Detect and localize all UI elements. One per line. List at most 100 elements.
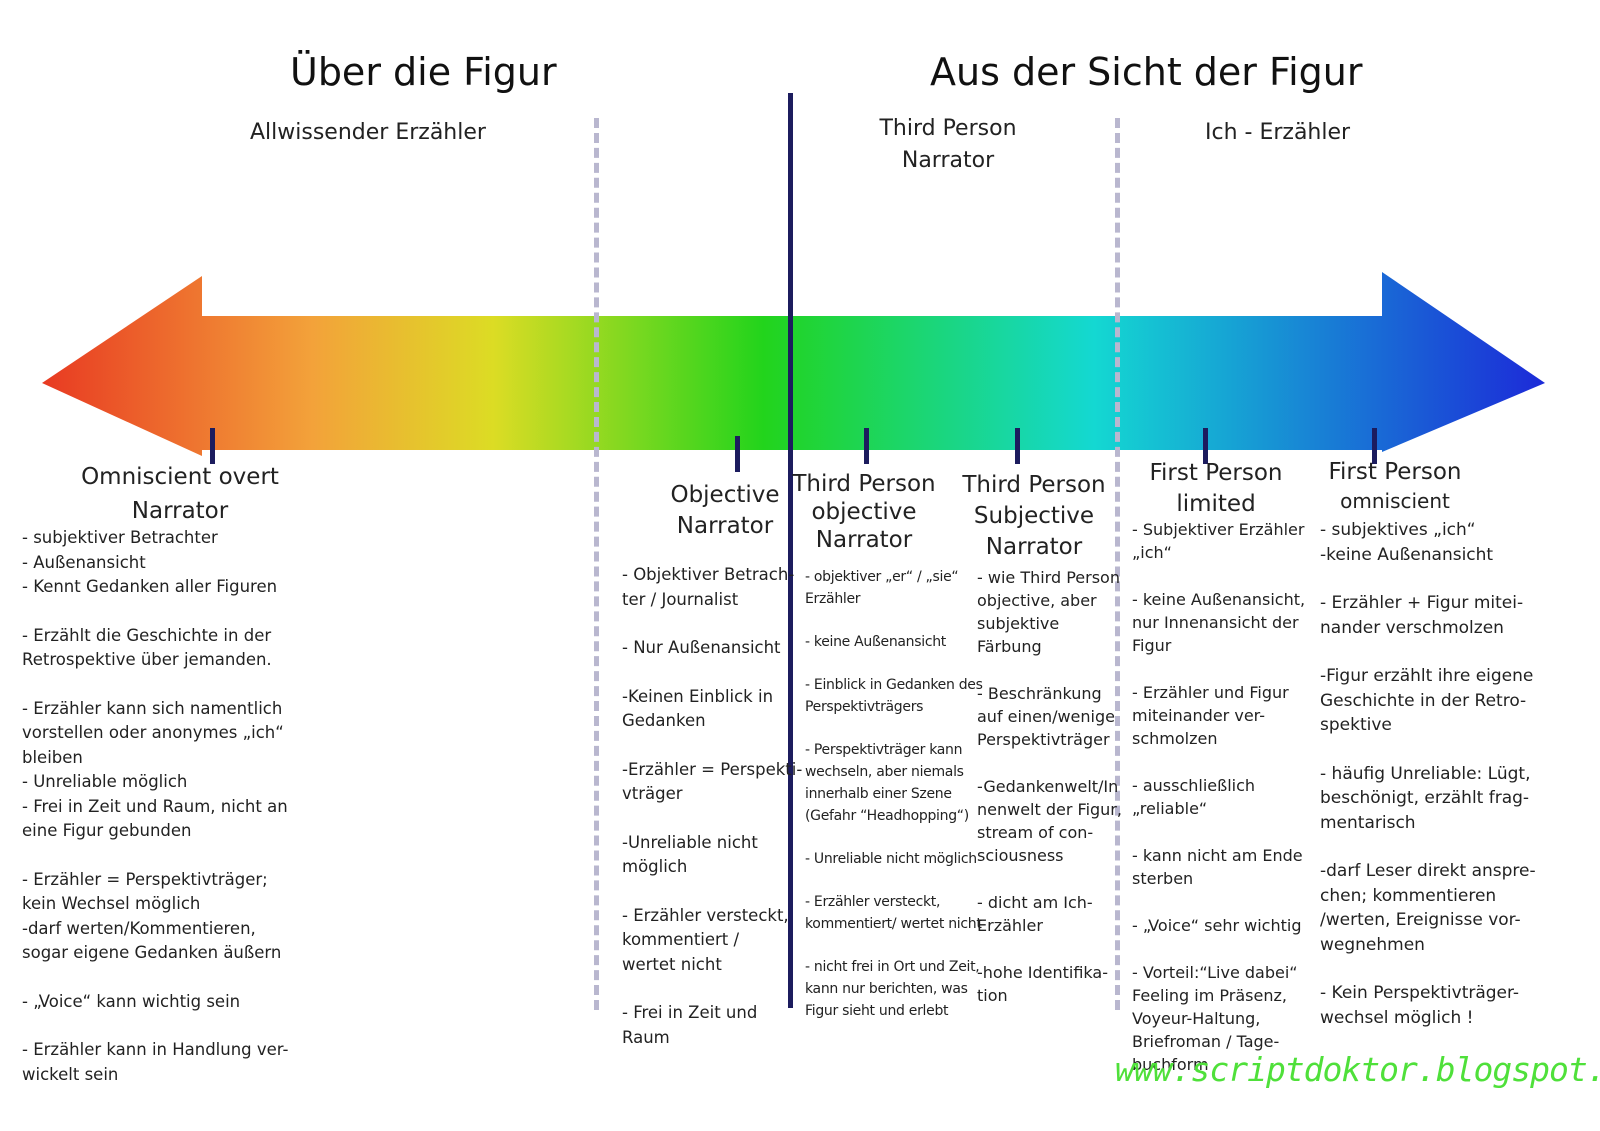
note-line: kommentiert / [622,930,740,949]
note-line: Perspektivträger [977,730,1110,749]
note-line: - Erzähler und Figur [1132,683,1289,702]
title-line: Third Person [962,472,1106,498]
note-line: Perspektivträgers [805,699,924,715]
notes-third-objective: - objektiver „er“ / „sie“Erzähler - kein… [805,566,983,1022]
note-line: - Unreliable möglich [22,772,188,791]
note-line: - Erzähler kann in Handlung ver- [22,1040,289,1059]
category-first-person: Ich - Erzähler [1205,120,1351,145]
note-spacer [22,966,289,990]
note-line: -Figur erzählt ihre eigene [1320,666,1534,686]
note-spacer [805,610,983,631]
note-spacer [1132,564,1305,588]
note-spacer [622,977,802,1001]
title-line: First Person [1328,459,1462,485]
note-line: - Beschränkung [977,684,1102,703]
note-line: - häufig Unreliable: Lügt, [1320,763,1531,784]
note-line: mentarisch [1320,812,1416,833]
note-line: - Erzähler + Figur mitei- [1320,593,1524,613]
note-line: spektive [1320,715,1392,735]
note-line: Voyeur-Haltung, [1132,1009,1261,1028]
note-spacer [622,612,802,636]
note-line: Geschichte in der Retro- [1320,690,1527,711]
note-line: Färbung [977,637,1042,656]
note-line: Gedanken [622,711,706,730]
center-divider [788,93,793,1008]
note-spacer [1132,937,1305,961]
note-spacer [1132,890,1305,914]
note-line: möglich [622,857,688,876]
note-line: - „Voice“ sehr wichtig [1132,916,1302,935]
tick-third-subjective [1015,428,1020,464]
note-line: - Subjektiver Erzähler [1132,520,1305,539]
note-spacer [1320,640,1536,664]
note-line: - Erzähler kann sich namentlich [22,698,283,718]
note-line: beschönigt, erzählt frag- [1320,788,1530,808]
note-line: nander verschmolzen [1320,617,1504,638]
note-line: vträger [622,784,683,803]
note-line: innerhalb einer Szene [805,786,952,802]
note-spacer [1320,957,1536,981]
column-title-third-objective: Third Person objective Narrator [784,470,944,554]
note-line: Feeling im Präsenz, [1132,986,1287,1005]
note-line: - Frei in Zeit und [622,1003,758,1022]
note-line: bleiben [22,747,83,767]
notes-omniscient: - subjektiver Betrachter- Außenansicht- … [22,526,289,1087]
note-line: eine Figur gebunden [22,821,192,840]
category-third-person: Third Person Narrator [858,113,1038,177]
note-line: wegnehmen [1320,934,1425,955]
blog-url[interactable]: www.scriptdoktor.blogspot.de [1115,1050,1600,1089]
title-line: omniscient [1340,489,1450,513]
title-line: limited [1176,491,1256,517]
note-line: Figur sieht und erlebt [805,1003,949,1019]
title-line: Third Person [792,471,936,497]
note-line: -Gedankenwelt/In [977,777,1119,796]
tick-first-limited [1203,428,1208,464]
note-line: wertet nicht [622,954,722,974]
note-line: kann nur berichten, was [805,981,968,997]
note-line: „reliable“ [1132,799,1208,818]
tick-objective [735,436,740,472]
heading-right: Aus der Sicht der Figur [930,50,1363,94]
note-spacer [1132,657,1305,681]
title-line: Narrator [676,513,774,539]
arrow-body [42,272,1545,456]
title-line: Objective [670,482,780,508]
note-line: - Erzähler versteckt, [622,905,789,925]
notes-first-omniscient: - subjektives „ich“-keine Außenansicht- … [1320,518,1536,1030]
note-spacer [805,827,983,848]
note-line: ter / Journalist [622,589,739,609]
note-spacer [977,937,1122,961]
note-line: kein Wechsel möglich [22,894,201,913]
note-spacer [622,880,802,904]
column-title-first-omniscient: First Person omniscient [1315,458,1475,516]
note-spacer [22,600,289,624]
category-third-line2: Narrator [901,148,995,173]
note-line: - Nur Außenansicht [622,638,781,657]
note-line: /werten, Ereignisse vor- [1320,910,1521,930]
note-line: -darf Leser direkt anspre- [1320,861,1536,881]
note-line: - wie Third Person [977,568,1120,587]
note-line: Briefroman / Tage- [1132,1032,1280,1051]
note-line: - subjektiver Betrachter [22,528,218,547]
note-line: sterben [1132,869,1194,888]
note-line: - Perspektivträger kann [805,742,963,758]
note-line: (Gefahr “Headhopping“) [805,808,969,824]
note-spacer [622,807,802,831]
note-spacer [1320,835,1536,859]
note-line: -hohe Identifika- [977,963,1108,982]
note-line: - Vorteil:“Live dabei“ [1132,963,1298,982]
note-line: kommentiert/ wertet nicht [805,916,982,932]
note-spacer [805,870,983,891]
note-line: - Erzähler = Perspektivträger; [22,869,268,889]
dashed-divider-left [594,118,599,1010]
note-line: - Kein Perspektivträger- [1320,983,1520,1003]
category-third-line1: Third Person [879,116,1017,141]
note-line: -keine Außenansicht [1320,544,1494,565]
title-line: Subjective [973,503,1095,529]
note-spacer [805,718,983,739]
note-line: stream of con- [977,823,1094,842]
title-line: First Person [1149,460,1283,486]
note-line: - dicht am Ich- [977,893,1093,912]
